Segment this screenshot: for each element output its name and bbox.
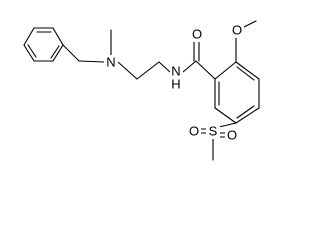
sulfur-label: S — [209, 124, 218, 139]
bond — [218, 122, 237, 128]
bond — [78, 60, 105, 63]
bond — [62, 44, 80, 62]
bond — [182, 60, 197, 73]
bond — [158, 61, 171, 73]
bond — [214, 107, 237, 124]
bond — [117, 61, 138, 80]
bond — [214, 61, 237, 80]
bond — [236, 66, 255, 81]
bond — [50, 45, 60, 59]
bond — [241, 20, 257, 29]
bond — [136, 61, 160, 80]
bond — [23, 27, 35, 46]
bond — [52, 44, 64, 62]
sulfonyl-oxygen-left-label: O — [189, 124, 199, 139]
bond — [235, 61, 260, 80]
atom-label-group: N N H O O S O O — [104, 23, 244, 143]
bond — [235, 107, 260, 124]
amide-hydrogen-label: H — [171, 77, 180, 92]
molecule-svg: N N H O O S O O — [23, 20, 260, 161]
bond — [52, 27, 64, 46]
methoxy-oxygen-label: O — [232, 23, 242, 38]
amine-nitrogen-label: N — [106, 55, 115, 70]
bond — [27, 44, 37, 58]
bond — [195, 60, 216, 80]
sulfonyl-oxygen-right-label: O — [227, 128, 237, 143]
bond — [23, 44, 35, 62]
bond — [236, 105, 255, 119]
carbonyl-oxygen-label: O — [192, 27, 202, 42]
amide-nitrogen-label: N — [171, 64, 180, 79]
structure-drawing: N N H O O S O O — [23, 20, 260, 161]
bond-group — [23, 20, 260, 161]
